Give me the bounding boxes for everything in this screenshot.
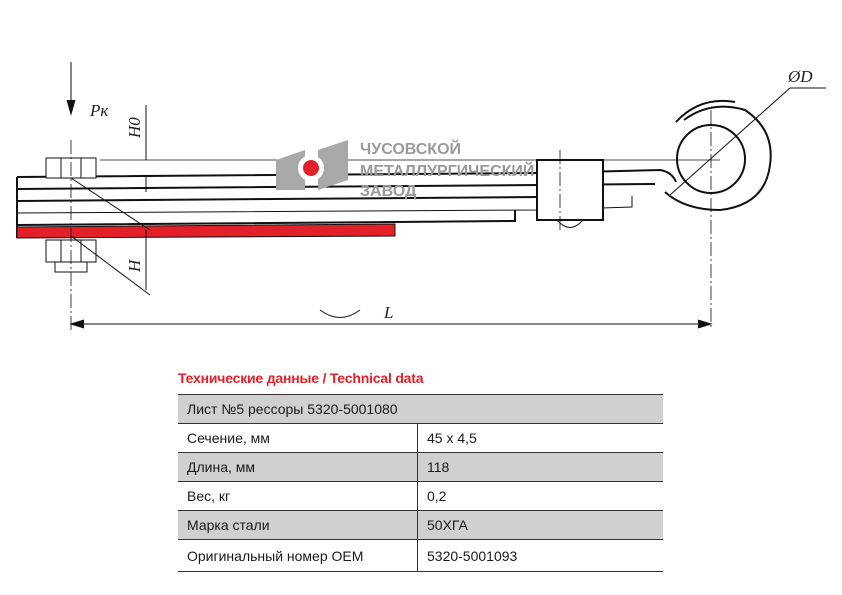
- length-label: L: [383, 303, 393, 322]
- row-value: 45 х 4,5: [417, 423, 663, 453]
- diameter-label: ØD: [787, 67, 813, 86]
- row-label: Сечение, мм: [178, 423, 418, 453]
- highlight-leaf: [16, 223, 396, 239]
- row-value: 0,2: [417, 481, 663, 511]
- table-header-row: Лист №5 рессоры 5320-5001080: [178, 394, 663, 424]
- svg-text:МЕТАЛЛУРГИЧЕСКИЙ: МЕТАЛЛУРГИЧЕСКИЙ: [360, 161, 534, 180]
- row-label: Длина, мм: [178, 452, 418, 482]
- main-leaf: [16, 168, 677, 183]
- force-label: Pк: [89, 101, 109, 120]
- row-value: 50ХГА: [417, 510, 663, 540]
- row-value: 118: [417, 452, 663, 482]
- leaf-spring-drawing: Pк H0 H ØD L ЧУСОВСКОЙ МЕТАЛЛУРГИЧЕСКИЙ …: [16, 62, 826, 330]
- svg-text:ЗАВОД: ЗАВОД: [360, 183, 417, 200]
- technical-data-table: Лист №5 рессоры 5320-5001080 Сечение, мм…: [178, 394, 663, 572]
- h0-label: H0: [125, 117, 144, 139]
- table-header: Лист №5 рессоры 5320-5001080: [178, 394, 663, 424]
- company-logo: ЧУСОВСКОЙ МЕТАЛЛУРГИЧЕСКИЙ ЗАВОД: [276, 139, 534, 200]
- svg-text:ЧУСОВСКОЙ: ЧУСОВСКОЙ: [360, 139, 461, 158]
- h-label: H: [125, 258, 144, 273]
- row-value: 5320-5001093: [417, 539, 663, 572]
- technical-data-title: Технические данные / Technical data: [178, 370, 424, 386]
- row-label: Вес, кг: [178, 481, 418, 511]
- row-label: Марка стали: [178, 510, 418, 540]
- row-label: Оригинальный номер OEM: [178, 539, 418, 572]
